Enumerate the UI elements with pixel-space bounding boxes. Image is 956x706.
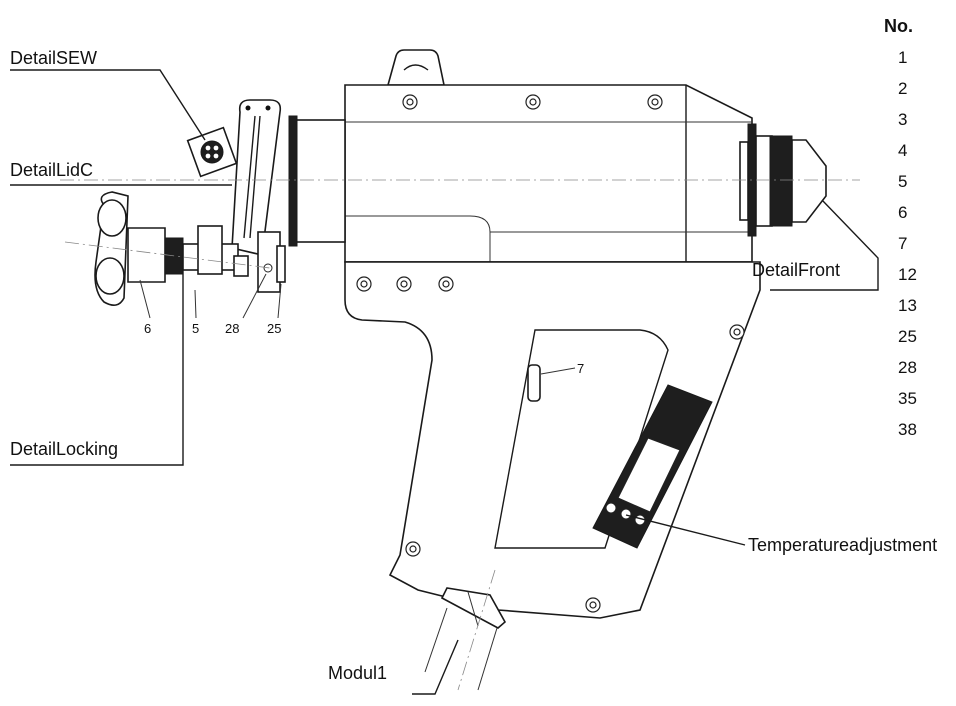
sew-pin-1 [205, 145, 211, 151]
number-table-item: 28 [898, 358, 917, 377]
leader-25 [277, 283, 282, 319]
trigger-element [527, 364, 541, 402]
label-detail-locking: DetailLocking [10, 439, 118, 459]
part-number-28: 28 [225, 321, 239, 336]
number-table-item: 2 [898, 79, 907, 98]
grip [344, 261, 761, 619]
part-number-25: 25 [267, 321, 281, 336]
leader-locking [10, 270, 184, 466]
leader-modul [412, 639, 459, 695]
number-table-item: 35 [898, 389, 917, 408]
panel-button-2 [620, 508, 632, 520]
label-modul: Modul1 [328, 663, 387, 683]
screws [356, 94, 745, 613]
rear-gasket [288, 115, 298, 247]
carry-handle [386, 49, 445, 86]
front-flange [739, 141, 749, 221]
rear-assembly [94, 99, 346, 306]
lid-pin-2 [265, 105, 271, 111]
number-table-header: No. [884, 16, 913, 36]
leader-sew [10, 69, 206, 141]
number-table: No. 1 2 3 4 5 6 7 12 13 25 28 35 38 [884, 16, 917, 439]
leader-lines [10, 69, 879, 695]
number-table-item: 12 [898, 265, 917, 284]
lid-pin-1 [245, 105, 251, 111]
screw-mid-3 [438, 276, 454, 292]
display-window [617, 437, 681, 513]
label-detail-sew: DetailSEW [10, 48, 97, 68]
number-table-item: 3 [898, 110, 907, 129]
number-table-item: 25 [898, 327, 917, 346]
sew-pin-4 [213, 153, 219, 159]
screw-mid-2 [396, 276, 412, 292]
nozzle-tip [791, 139, 827, 223]
knob-hole-bottom [95, 257, 125, 295]
front-collar [769, 135, 793, 227]
carry-handle-opening [403, 64, 429, 71]
screw-grip-left [405, 541, 421, 557]
bottom-connector [440, 587, 507, 629]
swing-lid [231, 99, 282, 256]
leader-28 [242, 273, 267, 319]
number-table-item: 4 [898, 141, 907, 160]
lid-edge-outer [249, 115, 261, 239]
number-table-item: 5 [898, 172, 907, 191]
connector-divider [467, 591, 479, 627]
screw-top-2 [525, 94, 541, 110]
leader-5 [194, 289, 197, 319]
part-number-7: 7 [577, 361, 584, 376]
screw-top-3 [647, 94, 663, 110]
leader-temperature [625, 514, 746, 546]
label-detail-front: DetailFront [752, 260, 840, 280]
screw-top-1 [402, 94, 418, 110]
connector-centerline [457, 569, 496, 691]
part-number-6: 6 [144, 321, 151, 336]
part-5-housing [197, 225, 223, 275]
number-table-item: 6 [898, 203, 907, 222]
number-table-item: 38 [898, 420, 917, 439]
leader-7 [540, 367, 576, 375]
knob-centerline [64, 241, 271, 269]
rear-sleeve [294, 119, 346, 243]
knob-shaft [127, 227, 166, 283]
locking-rod-end [233, 255, 249, 277]
knob-hole-top [97, 199, 127, 237]
cable-left [424, 607, 448, 673]
cable-right [477, 627, 498, 691]
label-detail-lid: DetailLidC [10, 160, 93, 180]
panel-button-1 [605, 502, 617, 514]
lid-edge-inner [243, 115, 256, 239]
screw-grip-right [729, 324, 745, 340]
leader-6 [139, 279, 151, 319]
main-housing [344, 49, 761, 691]
locking-latch [276, 245, 286, 283]
label-temperature-adjustment: Temperatureadjustment [748, 535, 937, 555]
number-table-item: 1 [898, 48, 907, 67]
upper-body [344, 84, 753, 263]
screw-mid-1 [356, 276, 372, 292]
sew-plug-core [200, 140, 224, 164]
lower-seam [345, 215, 491, 262]
part-number-5: 5 [192, 321, 199, 336]
number-table-item: 13 [898, 296, 917, 315]
screw-grip-bottom [585, 597, 601, 613]
sew-pin-3 [205, 153, 211, 159]
leader-front [770, 199, 879, 291]
number-table-item: 7 [898, 234, 907, 253]
sew-pin-2 [213, 145, 219, 151]
